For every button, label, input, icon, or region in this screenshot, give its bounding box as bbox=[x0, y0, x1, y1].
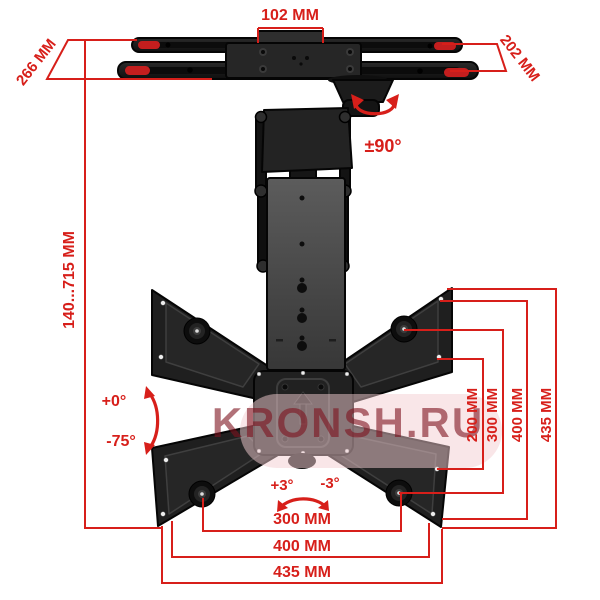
dim-label-roll-right: -3° bbox=[320, 475, 339, 492]
slider-mark bbox=[329, 339, 336, 342]
rail-end-accent bbox=[444, 68, 469, 77]
rail-bolt bbox=[187, 67, 193, 73]
arrowhead bbox=[144, 386, 155, 399]
rail-bolt bbox=[165, 42, 171, 48]
ceiling-plate-screws bbox=[259, 48, 354, 73]
rail-bolt bbox=[427, 43, 433, 49]
vesa-arm-screw bbox=[183, 317, 211, 345]
dim-label-extension-height: 140...715 MM bbox=[61, 231, 78, 329]
dim-lines-vesa-v-400 bbox=[440, 300, 528, 520]
arrowhead bbox=[144, 442, 155, 455]
dim-lines-vesa-v-435 bbox=[442, 288, 557, 529]
slider-hole bbox=[299, 195, 305, 201]
dim-label-vesa-v-200: 200 MM bbox=[464, 388, 481, 442]
dim-label-vesa-h-300: 300 MM bbox=[273, 511, 331, 528]
rail-end-accent bbox=[138, 41, 160, 49]
dim-lines-vesa-h-435 bbox=[161, 526, 443, 584]
slider-hole bbox=[299, 241, 305, 247]
rail-bolt bbox=[417, 68, 423, 74]
ceiling-plate-tab bbox=[257, 30, 324, 44]
dim-lines-vesa-v-200 bbox=[437, 358, 484, 470]
slider-plate-body bbox=[266, 177, 346, 371]
dim-label-depth-left: 266 MM bbox=[13, 36, 60, 89]
arrowhead bbox=[318, 500, 329, 511]
arm-upper-bracket bbox=[261, 107, 353, 173]
dim-lines-depth-left bbox=[45, 39, 212, 80]
dim-label-vesa-h-400: 400 MM bbox=[273, 538, 331, 555]
arrowhead bbox=[386, 94, 399, 109]
dim-label-tilt-upper: +0° bbox=[102, 393, 127, 410]
dim-lines-extension-height bbox=[84, 40, 161, 529]
slider-plate bbox=[266, 177, 346, 371]
dim-label-roll-left: +3° bbox=[270, 477, 293, 494]
arrowhead bbox=[351, 94, 364, 109]
dim-label-vesa-v-300: 300 MM bbox=[484, 388, 501, 442]
dim-lines-top-width bbox=[257, 27, 324, 43]
dim-lines-vesa-v-300 bbox=[399, 329, 504, 494]
ceiling-mount-assembly bbox=[117, 30, 479, 80]
slider-mark bbox=[276, 339, 283, 342]
ceiling-center-plate bbox=[225, 42, 362, 79]
dim-lines-vesa-h-400 bbox=[171, 521, 430, 558]
dim-lines-depth-right bbox=[442, 43, 508, 72]
dim-label-vesa-v-400: 400 MM bbox=[509, 388, 526, 442]
slider-keyhole bbox=[297, 277, 307, 351]
dim-label-swivel-range: ±90° bbox=[364, 136, 401, 156]
arrowhead bbox=[277, 500, 288, 512]
watermark: KRONSH.RU bbox=[212, 394, 502, 468]
dim-label-top-width: 102 MM bbox=[261, 7, 319, 24]
dim-label-vesa-v-435: 435 MM bbox=[538, 388, 555, 442]
vesa-arm-holes bbox=[158, 296, 444, 517]
watermark-text: KRONSH.RU bbox=[212, 399, 484, 446]
roll-arrow-icon bbox=[278, 497, 328, 510]
dim-label-depth-right: 202 MM bbox=[496, 32, 543, 85]
dim-label-tilt-lower: -75° bbox=[106, 433, 136, 450]
watermark-band bbox=[240, 394, 502, 468]
rail-end-accent bbox=[125, 66, 150, 75]
swivel-joint bbox=[332, 79, 394, 103]
dim-label-vesa-h-435: 435 MM bbox=[273, 564, 331, 581]
vesa-arm-screw bbox=[188, 480, 216, 508]
dim-lines-vesa-h-300 bbox=[202, 494, 402, 532]
tilt-arrow-icon bbox=[148, 392, 160, 448]
